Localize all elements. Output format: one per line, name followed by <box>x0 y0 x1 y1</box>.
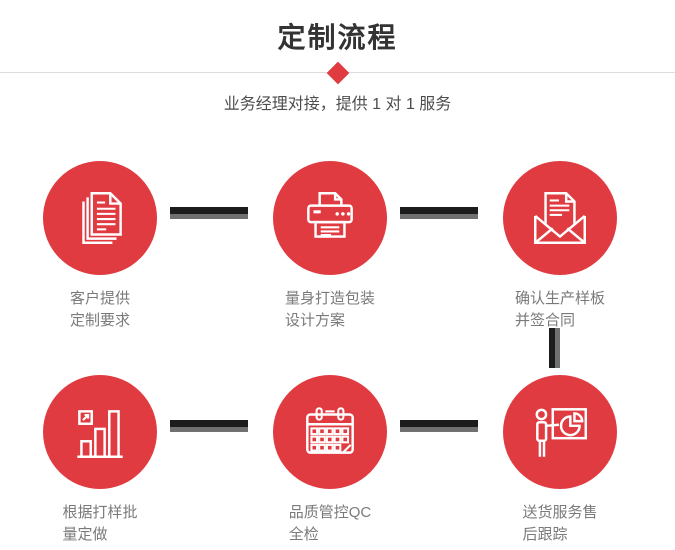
step-label-line: 全检 <box>288 526 319 543</box>
connector-horizontal-3 <box>170 420 248 432</box>
step-label-line: 确认生产样板 <box>514 290 605 307</box>
step-label-3: 确认生产样板 并签合同 <box>515 288 605 332</box>
step-node-5: 品质管控QC 全检 <box>273 375 387 546</box>
step-label-2: 量身打造包装 设计方案 <box>285 288 375 332</box>
step-label-1: 客户提供 定制要求 <box>70 288 130 332</box>
calendar-icon <box>273 375 387 489</box>
step-label-6: 送货服务售 后跟踪 <box>522 502 597 546</box>
step-label-5: 品质管控QC 全检 <box>289 502 372 546</box>
step-label-line: 品质管控QC <box>288 504 372 521</box>
presenter-pie-chart-icon <box>503 375 617 489</box>
connector-horizontal-1 <box>170 207 248 219</box>
step-label-line: 送货服务售 <box>522 504 598 521</box>
stacked-documents-icon <box>43 161 157 275</box>
step-node-2: 量身打造包装 设计方案 <box>273 161 387 332</box>
step-label-line: 客户提供 <box>69 290 130 307</box>
step-label-line: 量身打造包装 <box>284 290 375 307</box>
bar-chart-growth-icon <box>43 375 157 489</box>
divider-line <box>0 61 675 85</box>
step-label-line: 后跟踪 <box>522 526 568 543</box>
step-label-line: 并签合同 <box>514 312 575 329</box>
subtitle: 业务经理对接，提供 1 对 1 服务 <box>223 96 452 113</box>
step-label-4: 根据打样批 量定做 <box>62 502 137 546</box>
step-label-line: 根据打样批 <box>62 504 138 521</box>
connector-vertical <box>549 328 560 368</box>
connector-horizontal-4 <box>400 420 478 432</box>
page-title: 定制流程 <box>277 22 398 53</box>
step-label-line: 量定做 <box>62 526 108 543</box>
open-envelope-letter-icon <box>503 161 617 275</box>
step-label-line: 设计方案 <box>284 312 345 329</box>
diamond-icon <box>326 61 349 85</box>
step-node-4: 根据打样批 量定做 <box>43 375 157 546</box>
connector-horizontal-2 <box>400 207 478 219</box>
step-node-6: 送货服务售 后跟踪 <box>503 375 617 546</box>
step-node-1: 客户提供 定制要求 <box>43 161 157 332</box>
printer-icon <box>273 161 387 275</box>
step-node-3: 确认生产样板 并签合同 <box>503 161 617 332</box>
step-label-line: 定制要求 <box>69 312 130 329</box>
